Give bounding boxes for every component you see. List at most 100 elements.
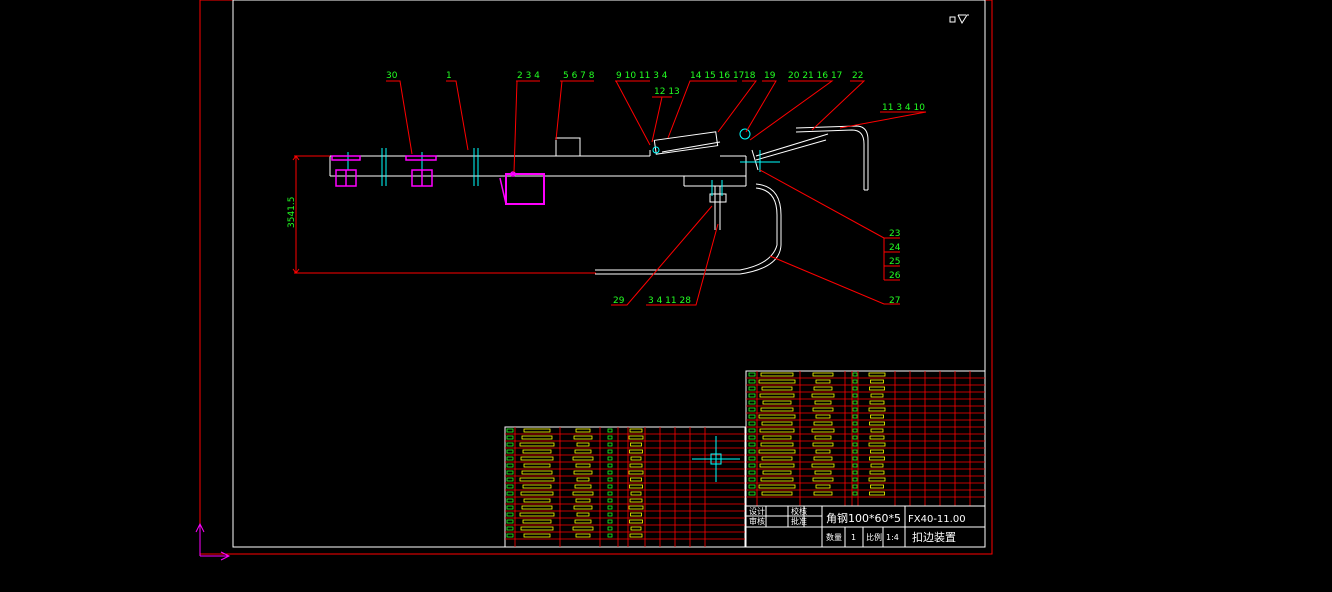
table-cell: [573, 505, 593, 510]
table-cell: [852, 484, 858, 489]
table-cell: [572, 456, 594, 461]
table-cell: [574, 484, 592, 489]
leader-lines: [292, 80, 927, 306]
scale-value: 1:4: [886, 533, 899, 542]
table-cell: [607, 463, 613, 468]
title-block: 设计 校核 审核 批准 角钢100*60*5 FX40-11.00 数量 1 比…: [745, 505, 986, 548]
table-cell: [852, 372, 858, 377]
table-cell: [520, 456, 554, 461]
label-approve: 批准: [791, 516, 807, 526]
label-11-3-4-10: 11 3 4 10: [882, 103, 925, 113]
label-30: 30: [386, 71, 398, 81]
table-cell: [869, 421, 885, 426]
table-cell: [523, 533, 551, 538]
drawing-number: FX40-11.00: [908, 514, 966, 525]
table-cell: [629, 533, 643, 538]
table-cell: [748, 407, 756, 412]
table-cell: [811, 393, 835, 398]
table-cell: [813, 386, 833, 391]
table-cell: [629, 498, 643, 503]
table-cell: [852, 470, 858, 475]
table-cell: [812, 407, 834, 412]
table-cell: [762, 435, 792, 440]
table-cell: [852, 435, 858, 440]
table-cell: [575, 498, 591, 503]
table-cell: [748, 400, 756, 405]
table-cell: [506, 498, 514, 503]
table-cell: [748, 463, 756, 468]
table-cell: [506, 435, 514, 440]
table-cell: [519, 442, 555, 447]
table-cell: [506, 456, 514, 461]
table-cell: [811, 463, 835, 468]
table-cell: [869, 456, 885, 461]
table-cell: [520, 526, 554, 531]
label-1: 1: [446, 71, 452, 81]
table-cell: [607, 435, 613, 440]
label-5-6-7-8: 5 6 7 8: [563, 71, 595, 81]
table-cell: [522, 449, 552, 454]
table-cell: [761, 386, 793, 391]
table-cell: [573, 470, 593, 475]
table-cell: [748, 456, 756, 461]
table-cell: [607, 449, 613, 454]
label-25: 25: [889, 257, 900, 267]
frame-beam: [297, 125, 869, 275]
table-cell: [760, 442, 794, 447]
table-cell: [748, 477, 756, 482]
table-cell: [629, 463, 643, 468]
table-cell: [758, 484, 796, 489]
table-cell: [815, 379, 831, 384]
table-cell: [815, 449, 831, 454]
table-cell: [761, 456, 793, 461]
clamp-components: [347, 128, 780, 196]
label-23: 23: [889, 229, 900, 239]
table-cell: [519, 512, 555, 517]
table-cell: [852, 477, 858, 482]
label-19: 19: [764, 71, 776, 81]
table-cell: [523, 428, 551, 433]
drawing-name: 扣边装置: [912, 530, 956, 544]
label-29: 29: [613, 296, 625, 306]
table-cell: [607, 456, 613, 461]
table-cell: [576, 512, 590, 517]
table-cell: [506, 449, 514, 454]
table-cell: [522, 484, 552, 489]
table-cell: [870, 428, 884, 433]
outer-border: [199, 0, 993, 555]
table-cell: [629, 428, 643, 433]
label-3-4-11-28: 3 4 11 28: [648, 296, 691, 306]
table-cell: [607, 505, 613, 510]
table-cell: [852, 456, 858, 461]
table-cell: [630, 442, 642, 447]
table-cell: [506, 484, 514, 489]
dimension-text: 3541.5: [287, 197, 297, 229]
table-cell: [748, 442, 756, 447]
label-2-3-4: 2 3 4: [517, 71, 540, 81]
table-cell: [748, 372, 756, 377]
table-cell: [630, 491, 642, 496]
table-cell: [607, 477, 613, 482]
table-cell: [748, 449, 756, 454]
label-18: 18: [744, 71, 756, 81]
table-cell: [758, 449, 796, 454]
table-cell: [520, 491, 554, 496]
table-cell: [506, 505, 514, 510]
table-cell: [576, 442, 590, 447]
table-cell: [748, 435, 756, 440]
table-cell: [506, 463, 514, 468]
label-scale: 比例: [866, 532, 882, 542]
label-12-13: 12 13: [654, 87, 680, 97]
table-cell: [607, 512, 613, 517]
label-audit: 审核: [749, 516, 765, 526]
table-cell: [521, 505, 553, 510]
table-cell: [523, 463, 551, 468]
table-cell: [607, 442, 613, 447]
table-cell: [607, 526, 613, 531]
table-cell: [762, 470, 792, 475]
table-cell: [506, 526, 514, 531]
table-cell: [869, 470, 885, 475]
table-cell: [759, 463, 795, 468]
label-20-21-16-17: 20 21 16 17: [788, 71, 842, 81]
